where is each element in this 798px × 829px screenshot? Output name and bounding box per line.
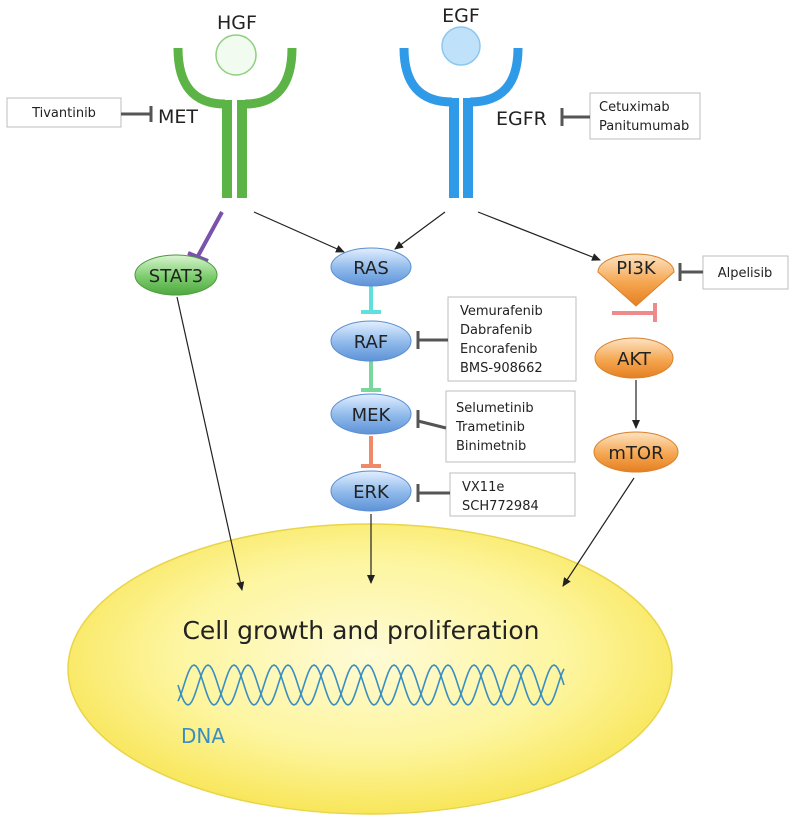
egfr-receptor-left-arm bbox=[399, 47, 453, 107]
drug-dabrafenib: Dabrafenib bbox=[460, 323, 532, 338]
mek-label: MEK bbox=[352, 405, 392, 426]
raf-label: RAF bbox=[354, 332, 388, 353]
drug-panitumumab: Panitumumab bbox=[599, 119, 689, 134]
arrow-met-to-ras bbox=[253, 211, 345, 253]
egfr-label: EGFR bbox=[496, 108, 547, 130]
mtor-node: mTOR bbox=[593, 431, 679, 473]
egfr-inhibition-line bbox=[560, 108, 590, 126]
erk-inhibition-line bbox=[416, 484, 450, 502]
drug-sch772984: SCH772984 bbox=[462, 499, 539, 514]
arrow-mtor-to-nucleus bbox=[562, 477, 635, 587]
drug-alpelisib: Alpelisib bbox=[718, 266, 773, 281]
dna-label: DNA bbox=[181, 724, 225, 748]
stat3-node: STAT3 bbox=[134, 254, 218, 296]
mek-to-erk-connector bbox=[361, 436, 381, 468]
met-inhibitor-box: Tivantinib bbox=[6, 97, 122, 128]
mek-inhibitor-box: Selumetinib Trametinib Binimetnib bbox=[445, 390, 576, 463]
met-receptor-stem-left bbox=[222, 100, 232, 198]
erk-label: ERK bbox=[353, 482, 390, 503]
met-label: MET bbox=[158, 106, 198, 128]
arrow-stat3-to-nucleus bbox=[176, 296, 245, 591]
mek-node: MEK bbox=[330, 393, 412, 435]
egfr-receptor-stem-left bbox=[449, 98, 459, 198]
stat3-label: STAT3 bbox=[149, 266, 203, 287]
ras-node: RAS bbox=[330, 247, 412, 287]
ras-label: RAS bbox=[353, 258, 389, 279]
raf-node: RAF bbox=[330, 320, 412, 362]
egfr-receptor-right-arm bbox=[469, 47, 523, 107]
drug-binimetnib: Binimetnib bbox=[456, 439, 526, 454]
egfr-receptor-stem-right bbox=[463, 98, 473, 198]
raf-inhibition-line bbox=[416, 331, 448, 349]
met-receptor-right-arm bbox=[244, 47, 297, 109]
raf-inhibitor-box: Vemurafenib Dabrafenib Encorafenib BMS-9… bbox=[447, 296, 577, 382]
mtor-label: mTOR bbox=[608, 443, 663, 464]
egfr-inhibitor-box: Cetuximab Panitumumab bbox=[589, 92, 701, 140]
drug-vemurafenib: Vemurafenib bbox=[460, 304, 543, 319]
erk-inhibitor-box: VX11e SCH772984 bbox=[449, 472, 576, 517]
ras-to-raf-connector bbox=[361, 285, 381, 314]
met-inhibition-line bbox=[121, 106, 153, 122]
arrow-egfr-to-ras bbox=[394, 211, 446, 250]
met-receptor-left-arm bbox=[173, 47, 226, 109]
drug-encorafenib: Encorafenib bbox=[460, 342, 538, 357]
mek-inhibition-line bbox=[416, 410, 447, 430]
raf-to-mek-connector bbox=[361, 361, 381, 392]
hgf-label: HGF bbox=[217, 12, 257, 34]
drug-cetuximab: Cetuximab bbox=[599, 100, 670, 115]
egf-ligand-icon bbox=[441, 26, 481, 66]
drug-selumetinib: Selumetinib bbox=[456, 401, 534, 416]
met-receptor-stem-right bbox=[237, 100, 247, 198]
nucleus-ellipse bbox=[67, 523, 673, 815]
dna-helix-icon bbox=[177, 664, 565, 706]
pi3k-node: PI3K bbox=[597, 253, 675, 307]
hgf-ligand-icon bbox=[215, 34, 257, 76]
pi3k-inhibitor-box: Alpelisib bbox=[702, 255, 789, 290]
drug-tivantinib: Tivantinib bbox=[31, 106, 96, 121]
pi3k-inhibition-line bbox=[678, 263, 703, 281]
erk-node: ERK bbox=[330, 470, 412, 512]
akt-label: AKT bbox=[617, 349, 652, 370]
pi3k-inhibition-marker bbox=[612, 303, 657, 322]
akt-node: AKT bbox=[594, 337, 674, 379]
egf-label: EGF bbox=[442, 5, 480, 27]
drug-bms-908662: BMS-908662 bbox=[460, 361, 543, 376]
met-to-stat3-connector bbox=[187, 211, 224, 263]
arrow-egfr-to-pi3k bbox=[477, 211, 601, 261]
nucleus-title: Cell growth and proliferation bbox=[182, 616, 539, 645]
pi3k-label: PI3K bbox=[616, 258, 657, 279]
drug-trametinib: Trametinib bbox=[455, 420, 525, 435]
drug-vx11e: VX11e bbox=[462, 480, 504, 495]
